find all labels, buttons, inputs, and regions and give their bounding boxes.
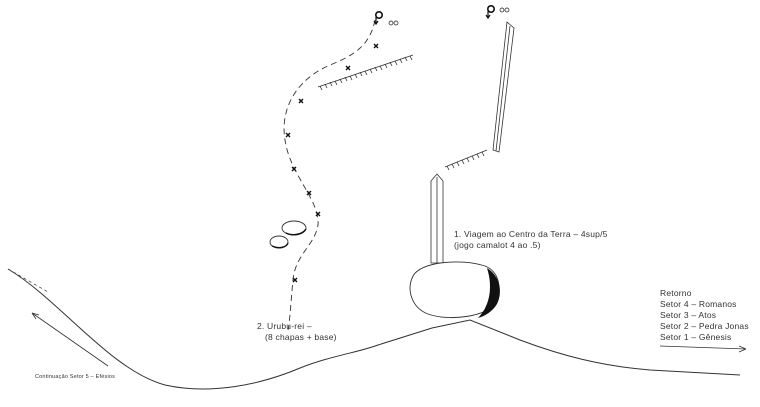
bolt-icon [345,65,351,71]
legend-title: Retorno [660,288,692,298]
boulder-large [409,261,500,319]
crack-lower [430,173,444,264]
continuation-arrow [31,312,109,367]
bolt-icon [291,166,297,172]
anchor-icon [373,11,399,26]
route-2-line [283,19,376,331]
ledge-lower [444,149,488,171]
bolt-icon [298,98,304,104]
bolt-icon [315,211,321,217]
route-2-detail: (8 chapas + base) [265,332,337,342]
boulder-small [269,220,307,249]
legend-item: Setor 1 – Gênesis [660,332,732,342]
bolt-icon [285,132,291,138]
ground-line [7,268,741,390]
legend-item: Setor 3 – Atos [660,310,717,320]
legend-item: Setor 4 – Romanos [660,299,737,309]
ledge-upper [317,54,414,91]
route-2-name: 2. Urubu-rei – [257,321,312,331]
anchor-icon [485,5,510,20]
route-1-detail: (jogo camalot 4 ao .5) [454,240,541,250]
legend-item: Setor 2 – Pedra Jonas [660,321,749,331]
crack-upper [492,21,515,153]
bolt-icon [292,277,298,283]
route-2-bolts [285,43,379,283]
ground-dashed-extension [7,268,49,293]
bolt-icon [373,43,379,49]
bolt-icon [306,190,312,196]
continuation-label: Continuação Setor 5 – Efésios [35,374,116,380]
route-1-name: 1. Viagem ao Centro da Terra – 4sup/5 [454,229,608,239]
return-arrow [659,345,747,353]
